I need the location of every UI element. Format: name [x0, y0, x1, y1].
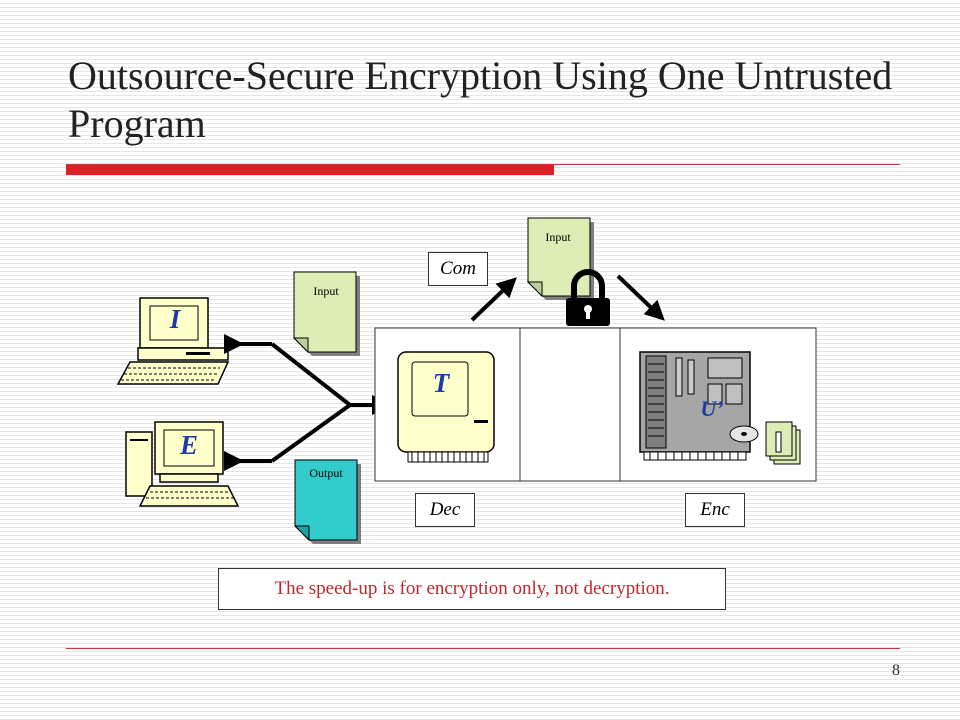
com-label-box: Com — [428, 252, 488, 286]
input-document-left — [292, 271, 360, 356]
computer-i-label: I — [169, 304, 181, 334]
lock-icon — [566, 269, 610, 326]
page-number: 8 — [892, 662, 900, 679]
slide-title: Outsource-Secure Encryption Using One Un… — [68, 53, 893, 146]
title-accent-bar — [66, 165, 554, 175]
speedup-note: The speed-up is for encryption only, not… — [218, 568, 726, 610]
untrusted-program-icon — [639, 351, 801, 465]
input-doc-left-label: Input — [313, 284, 339, 298]
untrusted-program-label: U’ — [700, 396, 724, 421]
trusted-device-label: T — [432, 368, 450, 398]
output-doc-left-label: Output — [309, 466, 343, 480]
computer-e-label: E — [179, 430, 198, 460]
enc-label-box: Enc — [685, 493, 745, 527]
input-doc-top-label: Input — [545, 230, 571, 244]
dec-label-box: Dec — [415, 493, 475, 527]
title-divider-line — [66, 164, 900, 165]
computer-i-icon — [116, 297, 230, 385]
footer-divider-line — [66, 648, 900, 649]
computer-e-icon — [125, 421, 240, 507]
trusted-device-icon — [397, 351, 495, 463]
output-document-left — [293, 459, 361, 544]
